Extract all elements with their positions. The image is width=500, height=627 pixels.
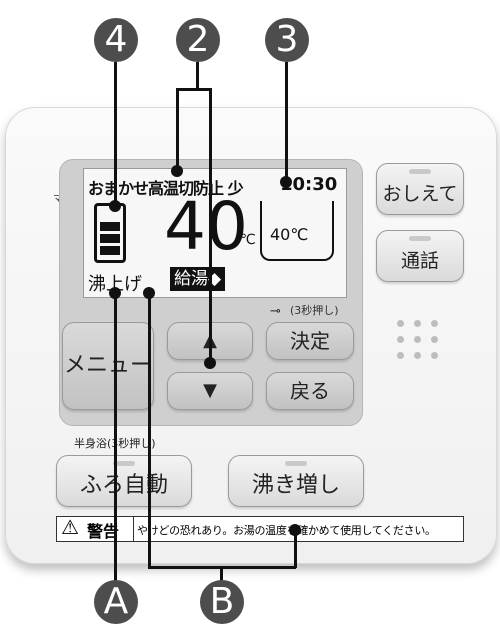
reheat-led [285,461,307,466]
help-led [409,169,431,174]
callout-2: 2 [176,18,220,62]
warning-icon: ⚠ [61,515,79,539]
callout-4: 4 [94,18,138,62]
warning-divider [133,517,134,541]
auto-bath-led [113,461,135,466]
reheat-label: 沸き増し [251,473,340,498]
help-label: おしえて [382,183,458,205]
bathtub-icon: 40℃ [260,201,334,261]
call-led [409,236,431,241]
down-arrow-icon: ▼ [203,380,217,401]
confirm-label: 決定 [290,329,330,353]
help-button[interactable]: おしえて [376,163,464,215]
callout-b: B [200,580,244,624]
auto-bath-button[interactable]: ふろ自動 [56,455,192,507]
lcd-temperature: 40 [164,188,248,265]
call-button[interactable]: 通話 [376,230,464,282]
back-label: 戻る [290,379,330,403]
hot-water-level-icon [94,203,126,263]
warning-title: 警告 [87,522,120,541]
lcd-screen: おまかせ高温切防止 少 10:30 40 ℃ 40℃ 沸上げ 給湯◆ [83,168,347,298]
call-label: 通話 [400,250,439,272]
back-button[interactable]: 戻る [266,372,354,410]
warning-strip: ⚠ 警告 やけどの恐れあり。お湯の温度を確かめて使用してください。 [56,515,464,542]
warning-text: やけどの恐れあり。お湯の温度を確かめて使用してください。 [137,524,436,537]
lcd-status-line: おまかせ高温切防止 少 [88,179,244,198]
auto-bath-label: ふろ自動 [79,473,168,498]
callout-a: A [94,580,138,624]
lcd-temp-unit: ℃ [240,232,256,248]
lcd-clock: 10:30 [280,174,338,195]
lcd-mode-state-text: 給湯 [174,269,208,289]
confirm-button[interactable]: 決定 [266,322,354,360]
callout-3: 3 [265,18,309,62]
lcd-mode-state: 給湯◆ [170,267,226,291]
reheat-button[interactable]: 沸き増し [228,455,364,507]
lcd-mode-label: 沸上げ [88,274,142,295]
menu-label: メニュー [63,353,152,378]
keylock-hint: (3秒押し) [290,304,339,317]
down-button[interactable]: ▼ [167,372,253,410]
menu-button[interactable]: メニュー [62,322,154,410]
key-icon: ⊸ [270,304,281,319]
lcd-bath-temp: 40℃ [270,225,309,244]
